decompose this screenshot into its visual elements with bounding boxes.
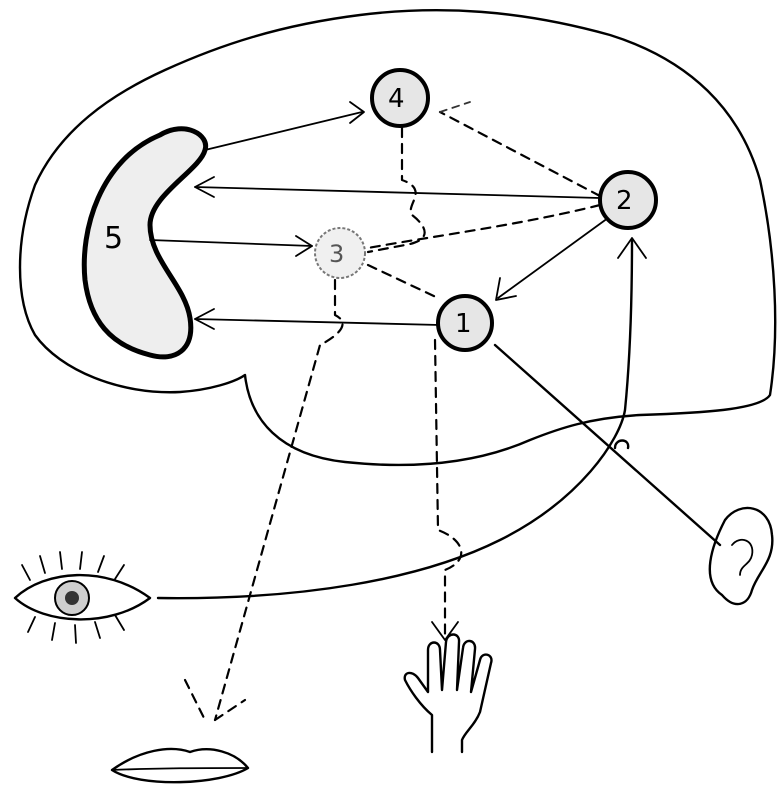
arrow-4-from-5 (205, 112, 362, 150)
eye-icon (15, 552, 150, 643)
node-4-label: 4 (388, 84, 405, 114)
dashed-1-to-hand (435, 340, 461, 640)
region-5-shape (84, 129, 205, 357)
dashed-3-to-1 (368, 265, 438, 298)
dashed-4-hook (440, 102, 470, 112)
region-5-label: 5 (104, 221, 123, 256)
hand-icon (405, 635, 492, 753)
node-3: 3 (315, 228, 365, 278)
node-1: 1 (438, 296, 492, 350)
node-3-label: 3 (329, 240, 344, 268)
eye-to-2-line (158, 240, 632, 598)
ear-to-1-line (495, 345, 720, 545)
arrow-2-to-5 (195, 187, 600, 198)
node-2-label: 2 (616, 186, 633, 216)
ear-bridge (615, 441, 628, 449)
arrow-1-to-5 (195, 319, 440, 325)
arrow-2-to-1 (498, 218, 608, 298)
node-1-label: 1 (455, 309, 472, 339)
dashed-2-to-4 (440, 112, 600, 196)
node-4: 4 (372, 70, 428, 126)
node-2: 2 (600, 172, 656, 228)
arrow-5-to-3 (150, 240, 312, 246)
lips-icon (112, 749, 248, 782)
dashed-4-to-3 (368, 128, 425, 252)
dashed-2-to-3 (368, 205, 600, 248)
dashed-lips-left (185, 680, 205, 720)
ear-icon (710, 508, 773, 604)
dashed-3-to-lips (215, 280, 343, 720)
